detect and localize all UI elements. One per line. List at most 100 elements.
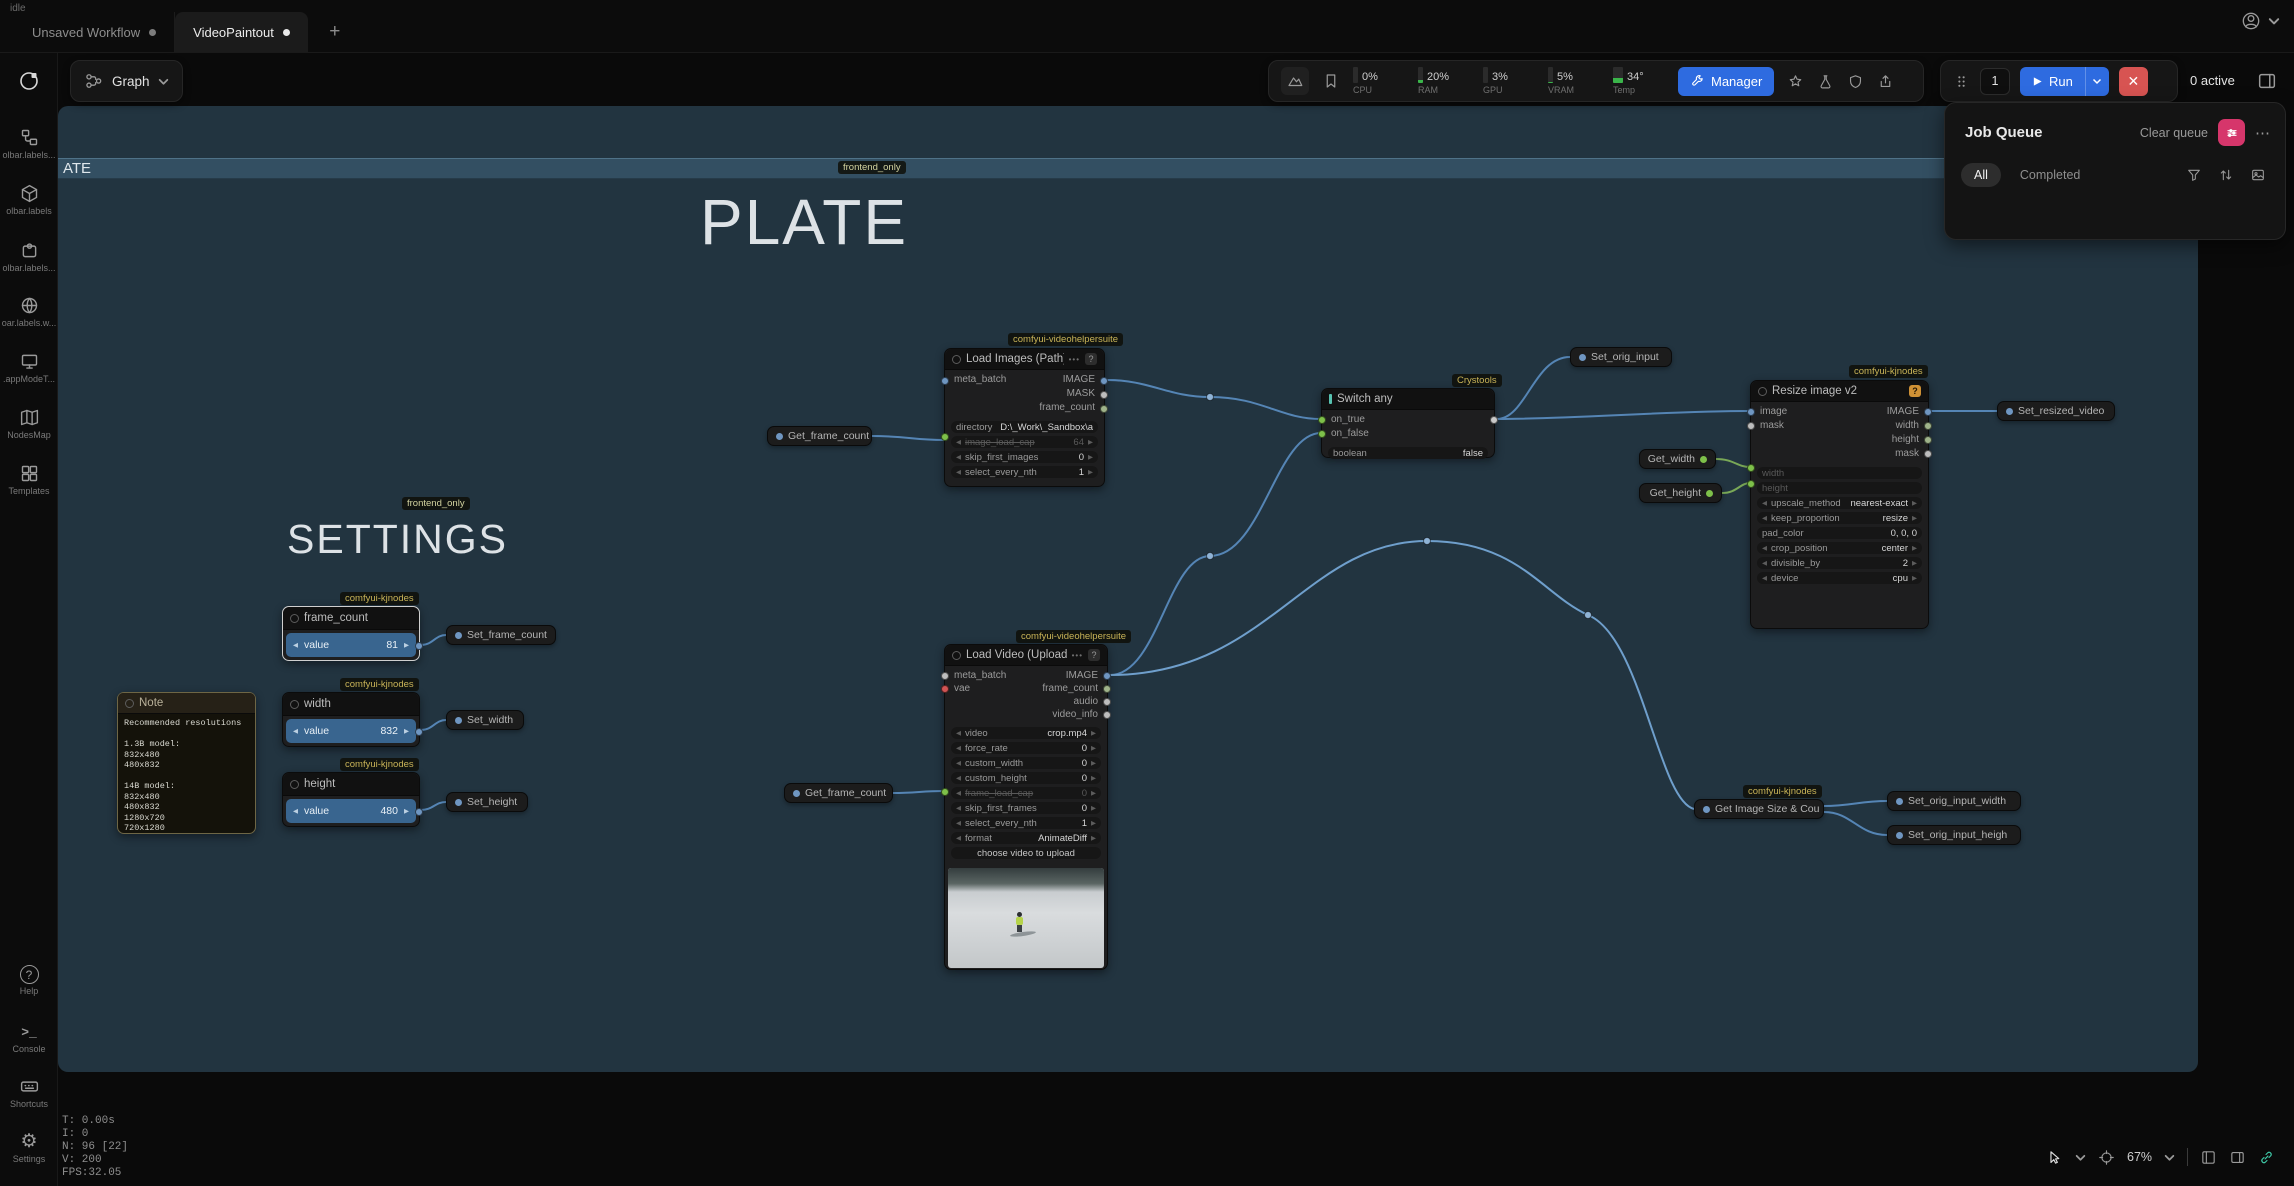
node-header[interactable]: height [283, 773, 419, 796]
plate-group-bar[interactable]: ATE [58, 158, 2198, 179]
tab-unsaved-workflow[interactable]: Unsaved Workflow [14, 12, 175, 52]
collapse-toggle-icon[interactable] [290, 780, 299, 789]
chevron-down-icon[interactable] [2164, 1152, 2175, 1163]
sort-button[interactable] [2213, 162, 2239, 188]
collapse-toggle-icon[interactable] [952, 355, 961, 364]
node-get-image-size-count[interactable]: Get Image Size & Cou [1694, 799, 1824, 819]
widget-force-rate[interactable]: ◀ force_rate 0 ▶ [951, 742, 1101, 754]
node-frame-count[interactable]: frame_count ◀ value 81 ▶ [282, 606, 420, 661]
decrement-icon[interactable]: ◀ [956, 819, 961, 827]
fit-view-icon[interactable] [2098, 1149, 2115, 1166]
input-slot-dot-meta-batch[interactable] [941, 672, 949, 680]
node-help-button[interactable]: ? [1085, 353, 1097, 365]
bookmark-icon[interactable] [1322, 72, 1340, 90]
video-preview[interactable] [948, 868, 1104, 968]
output-slot-dot-audio[interactable] [1103, 698, 1111, 706]
node-note[interactable]: Note Recommended resolutions 1.3B model:… [117, 692, 256, 834]
layout-panels-icon[interactable] [2229, 1149, 2246, 1166]
pointer-tool-icon[interactable] [2046, 1149, 2063, 1166]
node-width[interactable]: width ◀ value 832 ▶ [282, 692, 420, 747]
grip-dots-icon[interactable] [1953, 73, 1970, 90]
increment-icon[interactable]: ▶ [1091, 744, 1096, 752]
sidebar-item-settings[interactable]: ⚙ Settings [0, 1132, 58, 1164]
widget-pad-color[interactable]: pad_color 0, 0, 0 [1757, 527, 1922, 539]
input-slot-dot-on-true[interactable] [1318, 416, 1326, 424]
graph-selector[interactable]: Graph [112, 74, 150, 89]
comfyui-logo-icon[interactable] [0, 69, 58, 93]
increment-icon[interactable]: ▶ [404, 641, 409, 649]
node-header[interactable]: width [283, 693, 419, 716]
node-options-icon[interactable]: ••• [1069, 355, 1080, 364]
node-set-frame-count[interactable]: Set_frame_count [446, 625, 556, 645]
decrement-icon[interactable]: ◀ [956, 744, 961, 752]
node-height[interactable]: height ◀ value 480 ▶ [282, 772, 420, 827]
widget-skip-first-images[interactable]: ◀ skip_first_images 0 ▶ [951, 451, 1098, 463]
input-slot-dot[interactable] [941, 377, 949, 385]
output-slot-dot-image[interactable] [1924, 408, 1932, 416]
sidebar-item-api[interactable]: oar.labels.w... [0, 295, 58, 328]
decrement-icon[interactable]: ◀ [956, 438, 961, 446]
node-header[interactable]: Switch any [1322, 389, 1494, 410]
gallery-toggle-button[interactable] [2245, 162, 2271, 188]
tab-all[interactable]: All [1961, 163, 2001, 187]
next-option-icon[interactable]: ▶ [1912, 544, 1917, 552]
node-switch-any[interactable]: Switch any on_true on_false boolean fals… [1321, 388, 1495, 458]
input-slot-dot-mask[interactable] [1747, 422, 1755, 430]
decrement-icon[interactable]: ◀ [956, 804, 961, 812]
node-set-height[interactable]: Set_height [446, 792, 528, 812]
increment-icon[interactable]: ▶ [1091, 789, 1096, 797]
star-icon[interactable] [1787, 73, 1804, 90]
input-slot-dot-frame-load-cap[interactable] [941, 788, 949, 796]
zoom-level[interactable]: 67% [2127, 1150, 2152, 1164]
next-option-icon[interactable]: ▶ [1912, 574, 1917, 582]
share-icon[interactable] [1877, 73, 1894, 90]
cancel-run-button[interactable]: ✕ [2119, 67, 2148, 96]
node-set-orig-input-width[interactable]: Set_orig_input_width [1887, 791, 2021, 811]
manager-button[interactable]: Manager [1678, 67, 1774, 96]
input-slot-dot-vae[interactable] [941, 685, 949, 693]
toggle-links-icon[interactable] [2258, 1149, 2275, 1166]
batch-count-input[interactable]: 1 [1980, 68, 2010, 95]
increment-icon[interactable]: ▶ [1091, 804, 1096, 812]
run-button[interactable]: Run [2020, 74, 2085, 89]
decrement-icon[interactable]: ◀ [956, 789, 961, 797]
toggle-right-panel-button[interactable] [2256, 70, 2278, 92]
decrement-icon[interactable]: ◀ [956, 468, 961, 476]
sidebar-item-shortcuts[interactable]: Shortcuts [0, 1076, 58, 1109]
user-avatar-icon[interactable] [2241, 11, 2261, 31]
decrement-icon[interactable]: ◀ [293, 641, 298, 649]
collapse-toggle-icon[interactable] [290, 700, 299, 709]
node-header[interactable]: Load Images (Path) ••• ? [945, 349, 1104, 370]
collapse-toggle-icon[interactable] [952, 651, 961, 660]
widget-crop-position[interactable]: ◀ crop_position center ▶ [1757, 542, 1922, 554]
sidebar-item-workflows[interactable]: olbar.labels... [0, 127, 58, 160]
increment-icon[interactable]: ▶ [404, 807, 409, 815]
input-slot-dot-on-false[interactable] [1318, 430, 1326, 438]
output-slot-dot[interactable] [415, 808, 423, 816]
widget-upscale-method[interactable]: ◀ upscale_method nearest-exact ▶ [1757, 497, 1922, 509]
output-slot-dot-image[interactable] [1103, 672, 1111, 680]
clear-queue-button[interactable]: Clear queue [2140, 126, 2208, 140]
node-header[interactable]: Load Video (Upload) ••• ? [945, 645, 1107, 666]
increment-icon[interactable]: ▶ [1088, 468, 1093, 476]
prev-option-icon[interactable]: ◀ [956, 834, 961, 842]
increment-icon[interactable]: ▶ [1091, 774, 1096, 782]
minimap-icon[interactable] [2200, 1149, 2217, 1166]
collapse-toggle-icon[interactable] [290, 614, 299, 623]
run-options-button[interactable] [2085, 67, 2109, 96]
next-option-icon[interactable]: ▶ [1091, 834, 1096, 842]
increment-icon[interactable]: ▶ [1912, 559, 1917, 567]
sidebar-item-help[interactable]: ? Help [0, 965, 58, 996]
output-slot-dot-frame-count[interactable] [1100, 405, 1108, 413]
sidebar-item-app-mode[interactable]: .appModeT... [0, 351, 58, 384]
node-header[interactable]: Resize image v2 ? [1751, 381, 1928, 402]
prev-option-icon[interactable]: ◀ [1762, 544, 1767, 552]
widget-image-load-cap[interactable]: ◀ image_load_cap 64 ▶ [951, 436, 1098, 448]
widget-custom-width[interactable]: ◀ custom_width 0 ▶ [951, 757, 1101, 769]
new-tab-button[interactable]: + [320, 17, 350, 47]
prev-option-icon[interactable]: ◀ [1762, 574, 1767, 582]
collapse-toggle-icon[interactable] [1758, 387, 1767, 396]
increment-icon[interactable]: ▶ [1091, 759, 1096, 767]
node-set-resized-video[interactable]: Set_resized_video [1997, 401, 2115, 421]
widget-width[interactable]: width [1757, 467, 1922, 479]
